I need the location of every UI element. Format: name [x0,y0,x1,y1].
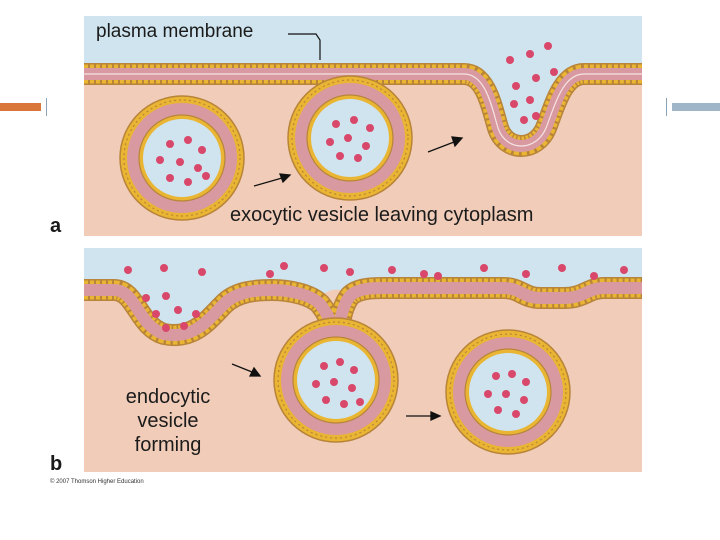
vesicle-left [119,95,245,221]
panel-b-endocytosis [84,248,642,472]
panel-a-illustration [84,16,642,236]
extracellular-particles [124,262,628,418]
panel-b-caption-line2: vesicle [137,410,199,432]
panel-letter-b: b [50,453,63,475]
panel-a-exocytosis [84,16,642,236]
plasma-membrane-label: plasma membrane [96,21,254,42]
slide-accent-bar-right [672,103,720,111]
panel-b-caption-line1: endocytic [125,386,211,408]
panel-letter-a: a [50,215,62,237]
slide-accent-tick-left [46,98,47,116]
panel-a-caption: exocytic vesicle leaving cytoplasm [230,204,534,226]
plasma-membrane [84,63,642,157]
slide-accent-bar-left [0,103,41,111]
slide-accent-tick-right [666,98,667,116]
process-arrows [253,136,464,187]
vesicle-internalized [445,329,571,455]
secreted-particles [156,42,558,186]
copyright-notice: © 2007 Thomson Higher Education [50,479,144,485]
panel-b-illustration [84,248,642,472]
plasma-membrane-leader [288,33,321,60]
panel-b-caption-line3: forming [134,434,202,456]
panel-b-caption: endocytic vesicle forming [108,385,228,457]
plasma-membrane [84,277,642,347]
process-arrows [231,363,442,422]
